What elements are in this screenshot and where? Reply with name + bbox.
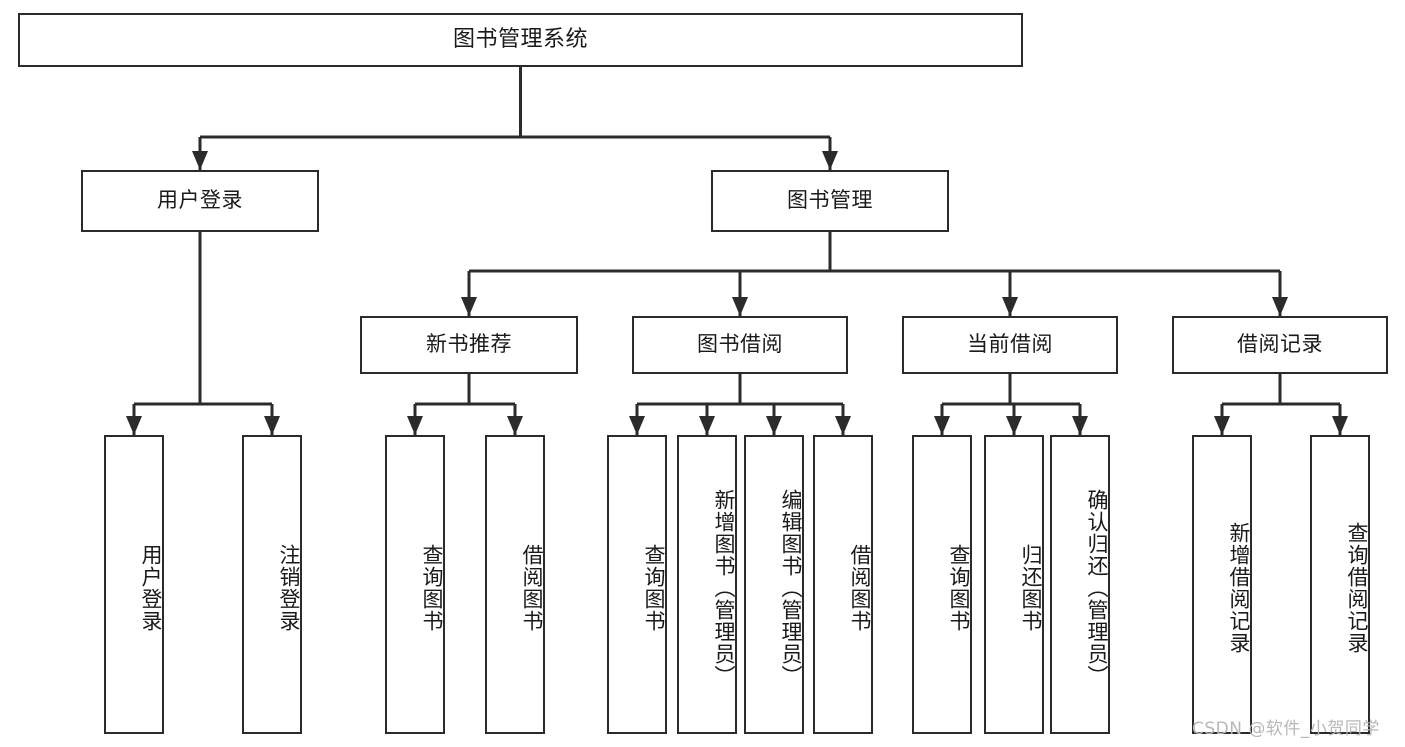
node-label: 借阅记录 — [1237, 332, 1323, 357]
node-label: 借阅图书 — [848, 543, 872, 632]
node-label: 查询借阅记录 — [1345, 521, 1369, 654]
node-label: 编辑图书（管理员） — [779, 488, 803, 687]
node-leaf-cur-return[interactable]: 归还图书 — [984, 435, 1044, 734]
node-leaf-cur-confirm[interactable]: 确认归还（管理员） — [1050, 435, 1110, 734]
node-label: 用户登录 — [157, 188, 243, 213]
node-root[interactable]: 图书管理系统 — [18, 13, 1023, 67]
node-label: 用户登录 — [139, 543, 163, 632]
node-leaf-rec-query[interactable]: 查询借阅记录 — [1310, 435, 1370, 734]
node-label: 当前借阅 — [967, 332, 1053, 357]
node-label: 查询图书 — [420, 543, 444, 632]
node-label: 借阅图书 — [520, 543, 544, 632]
node-label: 新增图书（管理员） — [712, 488, 736, 687]
watermark: CSDN @软件_小贺同学 — [1192, 719, 1380, 739]
node-bookmgmt[interactable]: 图书管理 — [711, 170, 949, 232]
node-label: 查询图书 — [947, 543, 971, 632]
node-label: 确认归还（管理员） — [1085, 488, 1109, 687]
node-leaf-bw-edit[interactable]: 编辑图书（管理员） — [744, 435, 804, 734]
node-leaf-bw-query[interactable]: 查询图书 — [607, 435, 667, 734]
node-label: 注销登录 — [277, 543, 301, 632]
node-label: 图书借阅 — [697, 332, 783, 357]
node-borrow[interactable]: 图书借阅 — [632, 316, 848, 374]
node-label: 新书推荐 — [426, 332, 512, 357]
node-leaf-nb-borrow[interactable]: 借阅图书 — [485, 435, 545, 734]
node-leaf-nb-query[interactable]: 查询图书 — [385, 435, 445, 734]
node-leaf-user-logout[interactable]: 注销登录 — [242, 435, 302, 734]
node-label: 查询图书 — [642, 543, 666, 632]
node-current[interactable]: 当前借阅 — [902, 316, 1118, 374]
node-leaf-user-login[interactable]: 用户登录 — [104, 435, 164, 734]
node-label: 图书管理系统 — [452, 26, 588, 52]
node-label: 归还图书 — [1019, 543, 1043, 632]
node-records[interactable]: 借阅记录 — [1172, 316, 1388, 374]
node-leaf-bw-add[interactable]: 新增图书（管理员） — [677, 435, 737, 734]
node-newbook[interactable]: 新书推荐 — [360, 316, 578, 374]
node-label: 图书管理 — [787, 188, 873, 213]
node-leaf-bw-lend[interactable]: 借阅图书 — [813, 435, 873, 734]
node-leaf-rec-add[interactable]: 新增借阅记录 — [1192, 435, 1252, 734]
node-leaf-cur-query[interactable]: 查询图书 — [912, 435, 972, 734]
node-login[interactable]: 用户登录 — [81, 170, 319, 232]
node-label: 新增借阅记录 — [1227, 521, 1251, 654]
